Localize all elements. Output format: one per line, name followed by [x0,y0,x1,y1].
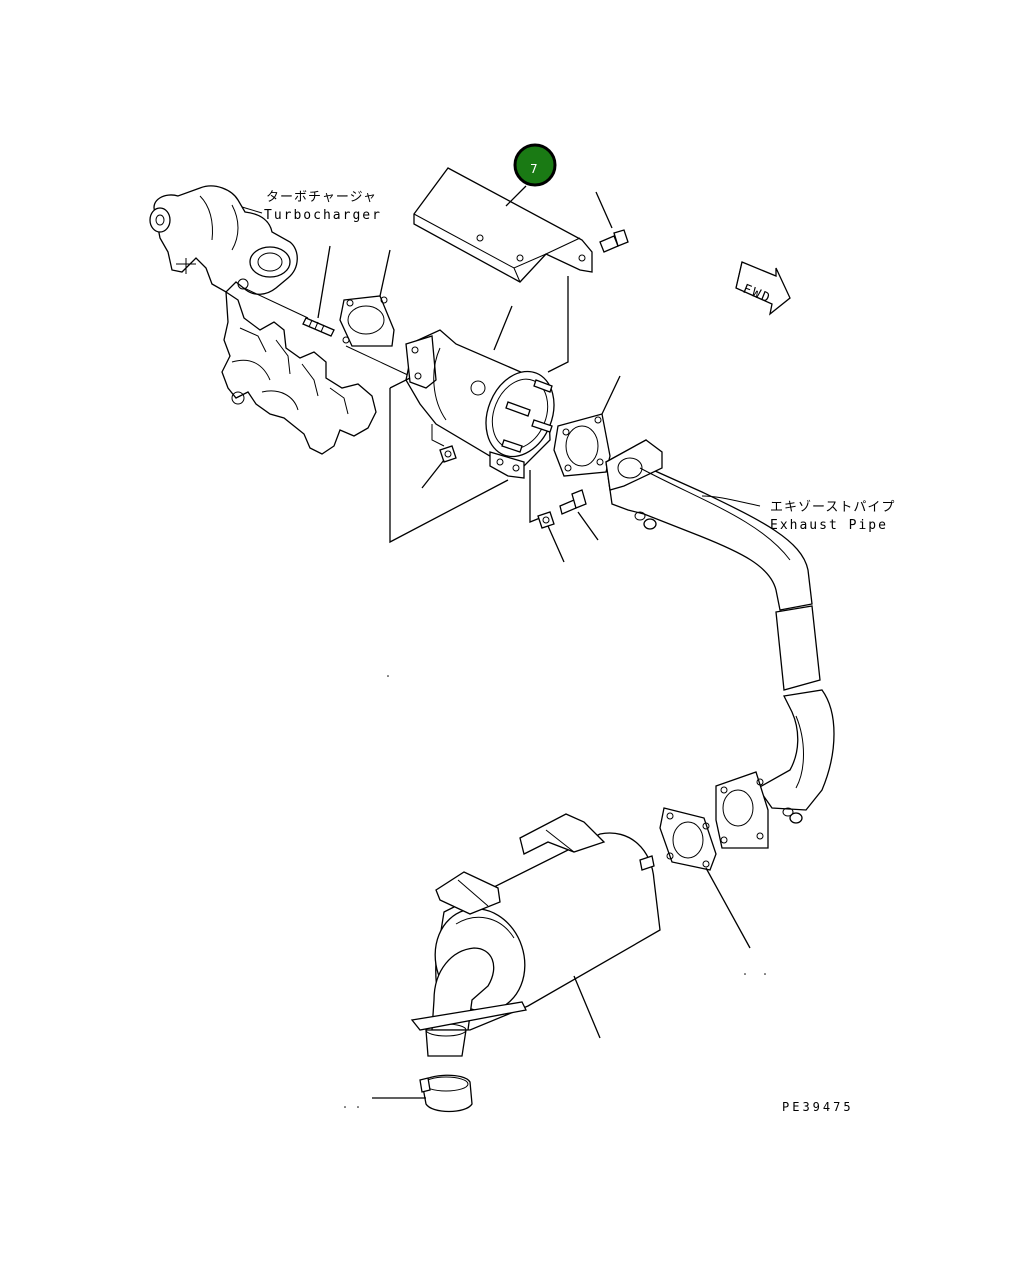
lower-nut [421,424,457,489]
heat-shield-bracket [413,167,593,283]
exhaust-pipe-label-jp: エキゾーストパイプ [770,500,895,515]
drawing-code: PE39475 [782,1100,854,1114]
assembly-lines [389,377,541,544]
callout-leader [505,185,527,207]
callout-circle [513,143,557,187]
exhaust-manifold [221,290,377,455]
mid-nut [537,511,565,563]
exhaust-pipe-label: エキゾーストパイプ Exhaust Pipe [770,500,895,533]
exhaust-pipe [605,439,835,849]
turbocharger-label-en: Turbocharger [264,208,382,223]
exhaust-pipe-label-en: Exhaust Pipe [770,518,888,533]
callout-number: 7 [530,162,538,176]
gasket-mid [553,375,621,477]
clamp [372,1074,473,1113]
turbocharger-label-jp: ターボチャージャ [266,190,377,205]
turbocharger [149,185,298,295]
catalytic-converter [405,276,569,479]
stray-marks [344,675,766,1108]
turbocharger-leader [241,206,263,214]
gasket-lower [659,807,751,949]
bracket-bolt [595,191,629,253]
gasket-upper [339,249,411,377]
mid-bolt [559,489,599,541]
fwd-arrow-icon: FWD [735,261,791,316]
muffler [410,813,661,1057]
callout-7[interactable]: 7 [505,143,557,207]
stud [243,245,335,337]
turbocharger-label: ターボチャージャ Turbocharger [241,190,382,223]
